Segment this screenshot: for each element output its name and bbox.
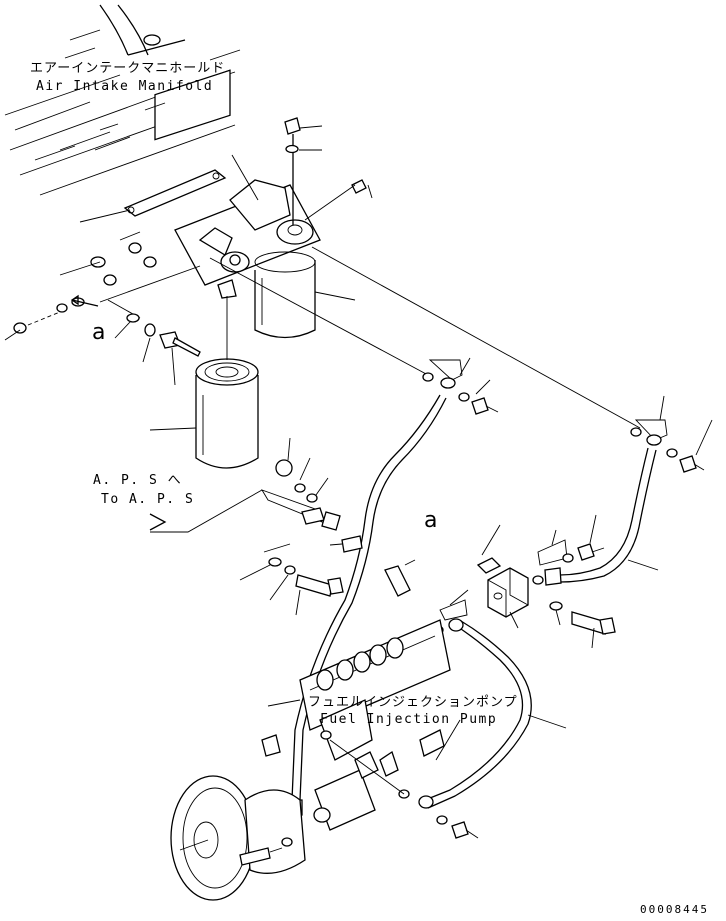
- air-intake-manifold-label-en: Air Intake Manifold: [36, 79, 214, 94]
- fuel-filter-head: [174, 179, 321, 299]
- reference-mark-a-right: a: [424, 508, 438, 533]
- leader-lines: [209, 246, 641, 429]
- filter-cartridge-rear: [254, 251, 356, 339]
- fuel-injection-pump: [261, 619, 461, 831]
- pipe-clamp-lower: [239, 535, 416, 616]
- left-fittings: [4, 231, 201, 363]
- filter-head-bolt: [159, 331, 201, 386]
- upper-right-clamp: [630, 395, 713, 473]
- center-clamp: [149, 437, 341, 533]
- fuel-injection-pump-label-jp: フュエルインジェクションポンプ: [308, 695, 518, 710]
- connector-block: [476, 524, 616, 649]
- filter-cartridge-front: [149, 296, 259, 469]
- air-intake-manifold-label-jp: エアーインテークマニホールド: [30, 61, 226, 76]
- drawing-number: 00008445: [640, 903, 709, 916]
- gasket-plate: [79, 169, 227, 223]
- air-intake-manifold: [4, 4, 241, 196]
- fuel-hose-right: [544, 447, 659, 586]
- drive-gear-housing: [170, 775, 306, 901]
- top-bolts: [231, 117, 373, 225]
- aps-label-jp: A. P. S へ: [93, 473, 183, 488]
- hose-clamp-right: [532, 514, 605, 585]
- reference-mark-a-left: a: [92, 320, 106, 345]
- aps-label-en: To A. P. S: [101, 492, 195, 507]
- upper-center-clamp: [422, 357, 499, 415]
- fuel-injection-pump-label-en: Fuel Injection Pump: [320, 712, 498, 727]
